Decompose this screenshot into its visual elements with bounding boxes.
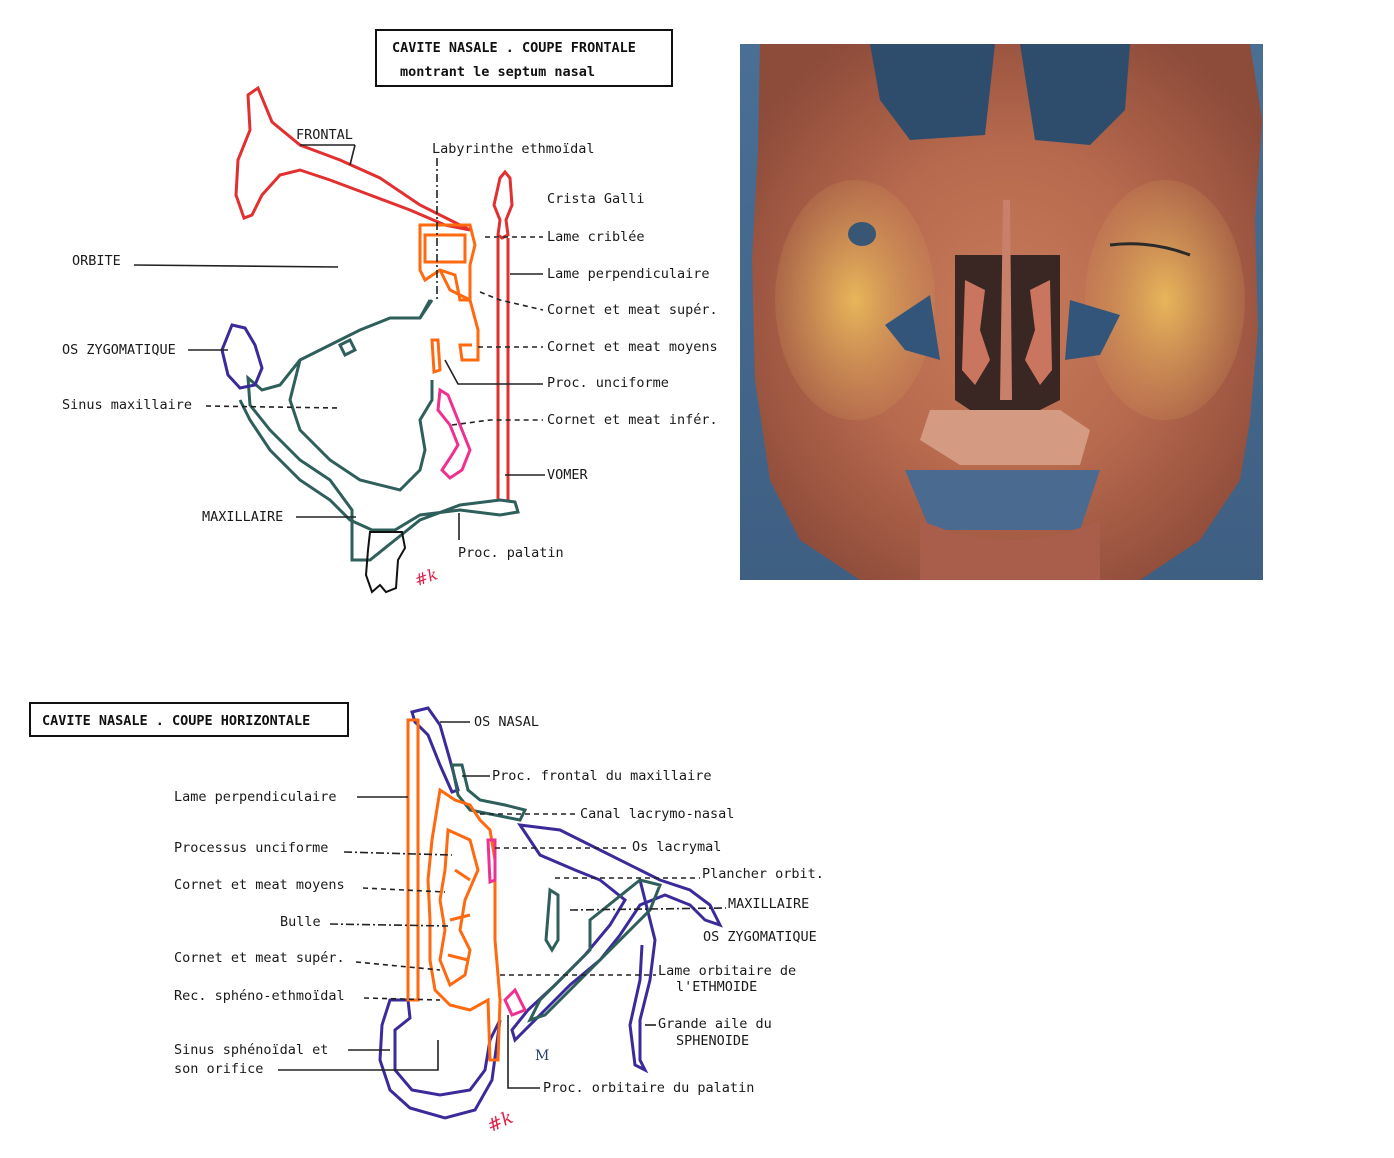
cadaver-photo	[740, 44, 1394, 580]
inferior-concha-shape	[438, 390, 470, 478]
leader-frontal-2	[350, 145, 355, 165]
perpendicular-plate-shape	[498, 238, 508, 500]
h-label-canal-lacrymo: Canal lacrymo-nasal	[580, 806, 734, 822]
leader-sinus	[206, 406, 338, 408]
label-labyrinthe: Labyrinthe ethmoïdal	[432, 141, 595, 157]
h-leader-processus	[344, 852, 452, 855]
horizontal-section-diagram: CAVITE NASALE . COUPE HORIZONTALE #k M	[30, 703, 824, 1137]
h-label-plancher-orbit: Plancher orbit.	[702, 866, 824, 882]
leader-cornet-sup	[480, 292, 543, 310]
uncinate-process-shape	[432, 340, 440, 372]
h-label-sinus-sphenoidal-2: son orifice	[174, 1061, 263, 1077]
h-label-proc-frontal: Proc. frontal du maxillaire	[492, 768, 711, 784]
label-cornet-moyens: Cornet et meat moyens	[547, 339, 718, 355]
label-lame-perpendiculaire: Lame perpendiculaire	[547, 266, 710, 282]
label-os-zygomatique: OS ZYGOMATIQUE	[62, 342, 176, 358]
ethmoid-labyrinth-shape	[420, 225, 475, 300]
oral-gap	[905, 470, 1100, 530]
h-label-lame-perpendiculaire: Lame perpendiculaire	[174, 789, 337, 805]
h-label-maxillaire: MAXILLAIRE	[728, 896, 809, 912]
h-label-grande-aile-2: SPHENOIDE	[676, 1033, 749, 1049]
middle-concha-shape	[460, 300, 478, 360]
artist-signature-bottom: #k	[484, 1107, 516, 1137]
label-vomer: VOMER	[547, 467, 589, 483]
label-lame-criblee: Lame criblée	[547, 229, 645, 245]
photo-right-margin	[1263, 44, 1394, 580]
frontal-title-line1: CAVITE NASALE . COUPE FRONTALE	[392, 40, 636, 56]
h-label-processus-unciforme: Processus unciforme	[174, 840, 328, 856]
h-leader-cornet-moyens	[363, 888, 445, 892]
frontal-section-diagram: CAVITE NASALE . COUPE FRONTALE montrant …	[62, 30, 718, 592]
label-proc-unciforme: Proc. unciforme	[547, 375, 669, 391]
h-label-grande-aile-1: Grande aile du	[658, 1016, 772, 1032]
label-cornet-inferieur: Cornet et meat infér.	[547, 412, 718, 428]
h-leader-cornet-sup	[356, 962, 440, 970]
h-label-rec-spheno: Rec. sphéno-ethmoïdal	[174, 988, 345, 1004]
left-eye	[848, 222, 876, 246]
zygomatic-bone-shape	[222, 325, 262, 388]
sphenoid-sinus-shape	[380, 1000, 500, 1118]
perpendicular-plate-h-shape	[408, 720, 418, 1000]
ethmoid-cells-shape	[428, 790, 500, 1060]
h-label-os-zygomatique: OS ZYGOMATIQUE	[703, 929, 817, 945]
h-label-cornet-superieur: Cornet et meat supér.	[174, 950, 345, 966]
initials-mark: M	[535, 1048, 549, 1064]
tooth-shape	[366, 532, 405, 592]
label-cornet-superieur: Cornet et meat supér.	[547, 302, 718, 318]
label-proc-palatin: Proc. palatin	[458, 545, 564, 561]
h-label-cornet-moyens: Cornet et meat moyens	[174, 877, 345, 893]
label-orbite: ORBITE	[72, 253, 121, 269]
right-orbit-fat	[1085, 180, 1245, 420]
label-frontal: FRONTAL	[296, 127, 353, 143]
crista-galli-shape	[494, 172, 512, 238]
leader-proc-unciforme	[445, 360, 543, 384]
h-leader-rec-spheno	[364, 998, 440, 1000]
maxilla-inner-shape	[340, 300, 430, 355]
artist-signature-top: #k	[412, 564, 440, 590]
h-label-sinus-sphenoidal-1: Sinus sphénoïdal et	[174, 1042, 328, 1058]
label-crista-galli: Crista Galli	[547, 191, 645, 207]
h-label-lame-orbitaire-2: l'ETHMOIDE	[676, 979, 757, 995]
frontal-title-line2: montrant le septum nasal	[400, 64, 595, 80]
horizontal-title: CAVITE NASALE . COUPE HORIZONTALE	[42, 713, 310, 729]
h-label-lame-orbitaire-1: Lame orbitaire de	[658, 963, 796, 979]
left-orbit-fat	[775, 180, 935, 420]
h-label-os-nasal: OS NASAL	[474, 714, 539, 730]
h-label-os-lacrymal: Os lacrymal	[632, 839, 721, 855]
label-maxillaire: MAXILLAIRE	[202, 509, 283, 525]
h-label-proc-orbitaire: Proc. orbitaire du palatin	[543, 1080, 754, 1096]
label-sinus-maxillaire: Sinus maxillaire	[62, 397, 192, 413]
frontal-bone-shape	[236, 88, 470, 230]
leader-orbite	[134, 265, 338, 267]
h-label-bulle: Bulle	[280, 914, 321, 930]
